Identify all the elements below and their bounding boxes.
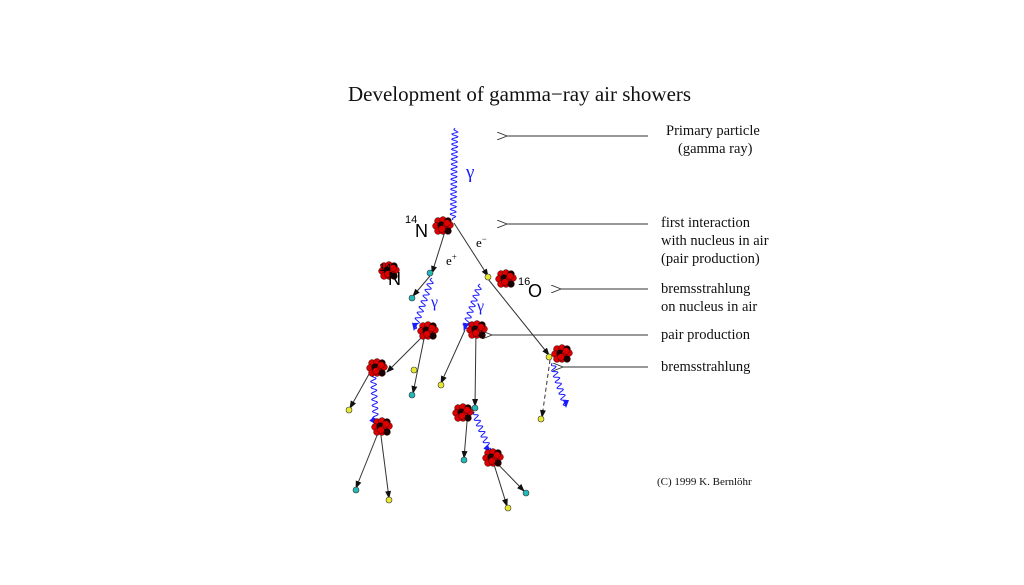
positron-dot [352, 486, 360, 494]
electron-label: e− [476, 234, 487, 250]
photon-wave [369, 373, 379, 425]
track-electron-2 [487, 278, 550, 356]
electron-dot [437, 381, 445, 389]
electron-dot [385, 496, 393, 504]
track-c1 [540, 359, 551, 418]
electron-dot [345, 406, 353, 414]
positron-dot [460, 456, 468, 464]
positron-label: e+ [446, 252, 457, 268]
electron-dot [484, 273, 492, 281]
gamma-symbol: γ [430, 294, 438, 311]
nitrogen-element: N [388, 269, 401, 289]
positron-dot [522, 489, 530, 497]
nucleus [495, 269, 517, 288]
label-brems-nucleus-line-1: bremsstrahlung [661, 281, 751, 297]
track-b2 [472, 329, 479, 407]
nucleus [432, 216, 454, 235]
label-bremsstrahlung: bremsstrahlung [661, 359, 751, 375]
electron-dot [410, 366, 418, 374]
nuclei [366, 216, 573, 467]
track-a4 [355, 427, 381, 489]
gamma-primary-symbol: γ [465, 162, 474, 183]
positron-dot [426, 269, 434, 277]
nitrogen-mass-number: 14 [405, 214, 417, 226]
primary-gamma-wave [449, 127, 459, 221]
oxygen-element: O [528, 281, 542, 301]
track-a2 [411, 333, 426, 394]
diagram-title: Development of gamma−ray air showers [348, 82, 692, 106]
electron-dot [504, 504, 512, 512]
track-b1 [440, 329, 466, 384]
nitrogen-mass-number: 14 [379, 262, 391, 274]
label-primary-line-2: (gamma ray) [678, 141, 753, 157]
label-primary-line-1: Primary particle [666, 123, 760, 139]
nucleus [417, 321, 439, 340]
photon-wave [412, 277, 434, 331]
positron-dot [408, 391, 416, 399]
label-first-line-2: with nucleus in air [661, 233, 769, 249]
gamma-symbol: γ [476, 298, 484, 315]
label-pointers [491, 136, 648, 367]
nucleus [371, 417, 393, 436]
track-a5 [379, 427, 392, 499]
nitrogen-element: N [415, 221, 428, 241]
label-brems-nucleus-line-2: on nucleus in air [661, 299, 758, 315]
positron-dot [471, 404, 479, 412]
label-first-line-3: (pair production) [661, 251, 760, 267]
label-pair-production: pair production [661, 327, 750, 343]
photon-paths [369, 127, 569, 453]
track-electron-1 [453, 222, 489, 277]
nucleus [452, 403, 474, 422]
nucleus [366, 358, 388, 377]
electron-dot [537, 415, 545, 423]
oxygen-mass-number: 16 [518, 276, 530, 288]
nucleus [551, 344, 573, 363]
photon-wave [550, 362, 569, 408]
photon-wave [473, 412, 492, 453]
positron-dot [408, 294, 416, 302]
nucleus [466, 320, 488, 339]
track-a1 [386, 333, 426, 373]
electron-dot [545, 353, 553, 361]
particle-dots [345, 269, 553, 512]
label-first-line-1: first interaction [661, 215, 750, 231]
nucleus [378, 261, 400, 280]
nucleus [482, 448, 504, 467]
track-positron-2 [412, 275, 431, 297]
copyright-notice: (C) 1999 K. Bernlöhr [657, 476, 752, 488]
